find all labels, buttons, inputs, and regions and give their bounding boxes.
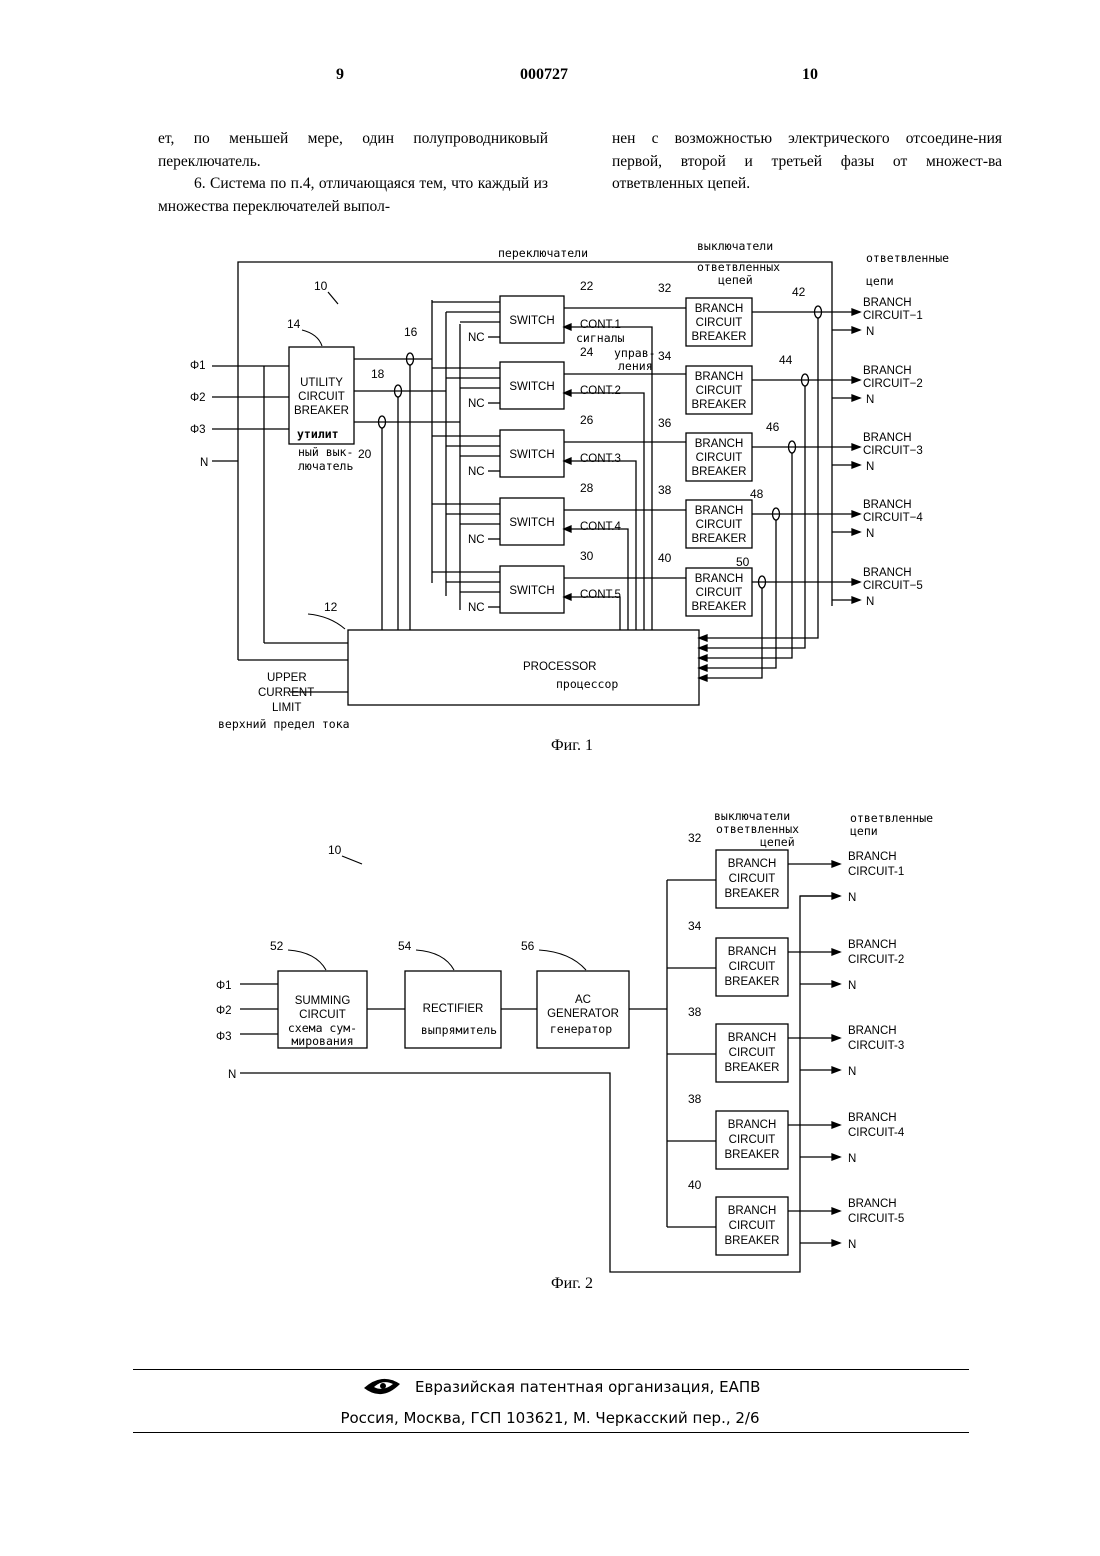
fig2-breaker-l1-4: BRANCH bbox=[728, 1119, 777, 1131]
fig2-breaker-ref-5: 40 bbox=[688, 1178, 702, 1192]
fig2-breaker-ref-2: 34 bbox=[688, 919, 702, 933]
fig2-branch-out-l1-4: BRANCH bbox=[848, 1112, 897, 1124]
fig2-breaker-l3-1: BREAKER bbox=[725, 888, 780, 900]
fig2-branch-out-l2-5: CIRCUIT-5 bbox=[848, 1213, 904, 1225]
fig2-breaker-l2-4: CIRCUIT bbox=[729, 1134, 776, 1146]
footer-rule-top bbox=[133, 1369, 969, 1370]
fig2-breaker-l1-1: BRANCH bbox=[728, 858, 777, 870]
fig2-breaker-l3-3: BREAKER bbox=[725, 1062, 780, 1074]
fig2-branch-out-l2-4: CIRCUIT-4 bbox=[848, 1127, 905, 1139]
fig2-breaker-l3-5: BREAKER bbox=[725, 1235, 780, 1247]
fig2-breakers-ru-2: ответвленных bbox=[716, 822, 799, 836]
fig2-branch-out-l1-2: BRANCH bbox=[848, 939, 897, 951]
summing-ru-2: мирования bbox=[291, 1034, 353, 1048]
fig2-breaker-ref-4: 38 bbox=[688, 1092, 702, 1106]
fig2-branch-out-l1-5: BRANCH bbox=[848, 1198, 897, 1210]
generator-l1: AC bbox=[575, 994, 591, 1006]
fig2-neutral-out-2: N bbox=[848, 980, 856, 992]
fig2-branches-ru-1: ответвленные bbox=[850, 811, 933, 825]
generator-ru: генератор bbox=[550, 1022, 612, 1036]
fig2-neutral-out-1: N bbox=[848, 892, 856, 904]
fig2-breaker-l3-4: BREAKER bbox=[725, 1149, 780, 1161]
fig2-breaker-l2-3: CIRCUIT bbox=[729, 1047, 776, 1059]
fig2-breaker-ref-1: 32 bbox=[688, 831, 702, 845]
fig2-breaker-l3-2: BREAKER bbox=[725, 976, 780, 988]
fig2-phase-2: Φ2 bbox=[216, 1005, 232, 1017]
summing-l1: SUMMING bbox=[295, 995, 351, 1007]
fig2-breaker-l2-2: CIRCUIT bbox=[729, 961, 776, 973]
fig2-breaker-l2-5: CIRCUIT bbox=[729, 1220, 776, 1232]
fig2-neutral-in: N bbox=[228, 1069, 236, 1081]
fig2-breaker-l2-1: CIRCUIT bbox=[729, 873, 776, 885]
ref-56: 56 bbox=[521, 939, 535, 953]
fig2-branch-out-l1-1: BRANCH bbox=[848, 851, 897, 863]
fig2-ref-10: 10 bbox=[328, 843, 342, 857]
fig2-branch-out-l2-2: CIRCUIT-2 bbox=[848, 954, 904, 966]
rectifier-label: RECTIFIER bbox=[423, 1003, 484, 1015]
ref-52: 52 bbox=[270, 939, 284, 953]
rectifier-ru: выпрямитель bbox=[421, 1023, 497, 1037]
fig2-breaker-ref-3: 38 bbox=[688, 1005, 702, 1019]
fig2-branches-ru-2: цепи bbox=[850, 824, 878, 838]
fig2-branch-out-l2-3: CIRCUIT-3 bbox=[848, 1040, 904, 1052]
figure-2-diagram: BRANCH CIRCUIT BREAKER 32BRANCH CIRCUIT-1N BR… bbox=[0, 0, 1100, 1300]
footer-organization: Евразийская патентная организация, ЕАПВ bbox=[415, 1378, 760, 1396]
ref-54: 54 bbox=[398, 939, 412, 953]
fig2-branch-out-l2-1: CIRCUIT-1 bbox=[848, 866, 904, 878]
fig2-neutral-out-5: N bbox=[848, 1239, 856, 1251]
fig2-neutral-out-4: N bbox=[848, 1153, 856, 1165]
fig2-breaker-l1-5: BRANCH bbox=[728, 1205, 777, 1217]
fig2-phase-1: Φ1 bbox=[216, 980, 232, 992]
fig2-breakers-ru-1: выключатели bbox=[714, 809, 790, 823]
fig2-branch-out-l1-3: BRANCH bbox=[848, 1025, 897, 1037]
fig2-phase-3: Φ3 bbox=[216, 1031, 232, 1043]
fig2-breaker-l1-3: BRANCH bbox=[728, 1032, 777, 1044]
summing-ru-1: схема сум- bbox=[288, 1021, 357, 1035]
footer-rule-bottom bbox=[133, 1432, 969, 1433]
figure-2-caption: Фиг. 2 bbox=[551, 1275, 593, 1293]
eapo-logo-icon bbox=[362, 1374, 402, 1400]
footer-address: Россия, Москва, ГСП 103621, М. Черкасски… bbox=[0, 1409, 1100, 1427]
fig2-breakers-ru-3: цепей bbox=[760, 835, 795, 849]
fig2-breaker-l1-2: BRANCH bbox=[728, 946, 777, 958]
generator-l2: GENERATOR bbox=[547, 1008, 619, 1020]
summing-l2: CIRCUIT bbox=[299, 1009, 346, 1021]
fig2-neutral-out-3: N bbox=[848, 1066, 856, 1078]
